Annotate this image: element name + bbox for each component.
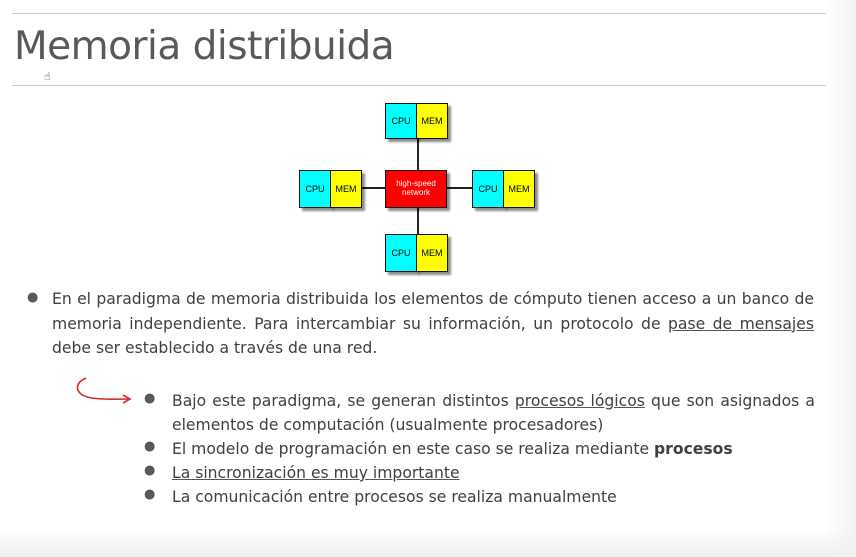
right-edge-shade	[826, 0, 856, 557]
sub-bullet-1-text: Bajo este paradigma, se generan distinto…	[172, 392, 515, 410]
top-divider	[12, 13, 826, 14]
bullet-dot: ●	[27, 290, 39, 305]
bullet-dot: ●	[144, 391, 156, 406]
main-bullet-text-end: debe ser establecido a través de una red…	[52, 339, 378, 358]
sincronizacion-link[interactable]: La sincronización es muy importante	[172, 464, 460, 482]
network-label-line1: high-speed	[396, 179, 436, 189]
sub-bullet-1-text-end: que son asignados a elementos de computa…	[172, 392, 815, 434]
bullet-dot: ●	[144, 487, 156, 502]
hand-cursor-icon: ☝	[44, 70, 51, 83]
sub-bullet-3: La sincronización es muy importante	[172, 461, 815, 485]
mem-node-left: MEM	[330, 170, 362, 208]
main-bullet: En el paradigma de memoria distribuida l…	[52, 287, 814, 361]
cpu-node-left: CPU	[299, 170, 331, 208]
mem-node-top: MEM	[416, 103, 448, 139]
sub-bullet-1: Bajo este paradigma, se generan distinto…	[172, 389, 815, 437]
cpu-node-right: CPU	[472, 170, 504, 208]
cpu-node-bottom: CPU	[385, 234, 417, 272]
sub-bullet-2-text: El modelo de programación en este caso s…	[172, 440, 654, 458]
mem-node-bottom: MEM	[416, 234, 448, 272]
slide-title: Memoria distribuida	[14, 24, 395, 69]
procesos-bold: procesos	[654, 440, 733, 458]
red-arrow-annotation	[76, 377, 132, 404]
bottom-edge-shade	[0, 529, 856, 557]
procesos-logicos-link[interactable]: procesos lógicos	[514, 392, 645, 410]
network-label-line2: network	[401, 188, 430, 197]
bullet-dot: ●	[144, 439, 156, 454]
mem-node-right: MEM	[503, 170, 535, 208]
title-divider	[12, 85, 826, 86]
sub-bullet-2: El modelo de programación en este caso s…	[172, 437, 815, 461]
high-speed-network: high-speed network	[385, 170, 447, 208]
cpu-node-top: CPU	[385, 103, 417, 139]
bullet-dot: ●	[144, 463, 156, 478]
pase-de-mensajes-link[interactable]: pase de mensajes	[668, 314, 814, 333]
main-bullet-text: En el paradigma de memoria distribuida l…	[52, 290, 814, 333]
sub-bullet-4: La comunicación entre procesos se realiz…	[172, 488, 617, 506]
distributed-memory-diagram: CPU MEM CPU MEM high-speed network CPU M…	[296, 100, 542, 278]
